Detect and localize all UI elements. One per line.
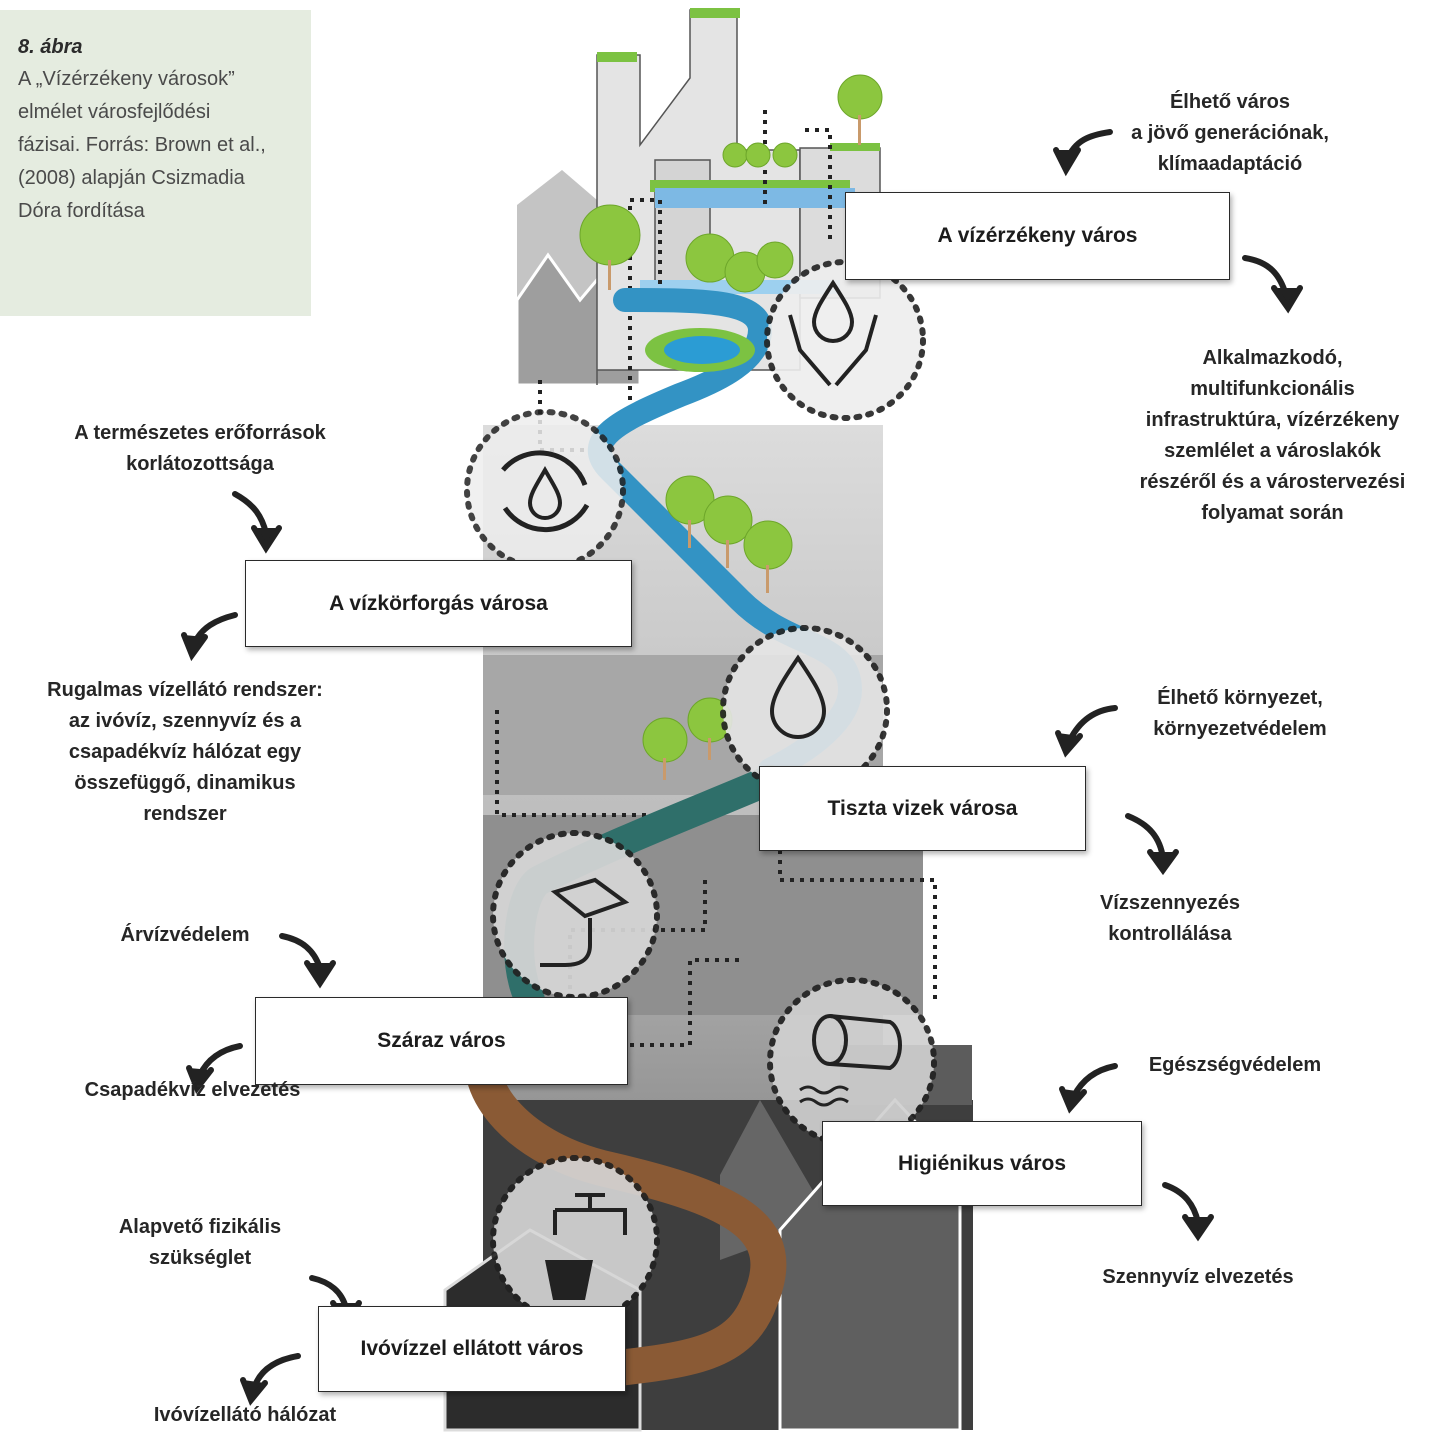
- water-drop-icon: [720, 625, 890, 795]
- tap-glass-icon: [490, 1155, 660, 1325]
- stage-water-sensitive-city: A vízérzékeny város: [845, 192, 1230, 280]
- stage-water-cycle-city: A vízkörforgás városa: [245, 560, 632, 647]
- response-water-sensitive-city: Alkalmazkodó, multifunkcionális infrastr…: [1139, 347, 1406, 524]
- water-cycle-icon: [464, 409, 626, 571]
- driver-waterway-city: Élhető környezet, környezetvédelem: [1153, 687, 1327, 740]
- street-drain-icon: [490, 830, 660, 1000]
- driver-water-cycle-city: A természetes erőforrások korlátozottság…: [74, 422, 326, 475]
- figure-label: 8. ábra: [18, 36, 83, 58]
- driver-water-sensitive-city: Élhető város a jövő generációnak, klímaa…: [1131, 91, 1329, 175]
- stage-water-supply-city: Ivóvízzel ellátott város: [318, 1306, 626, 1392]
- pipe-outflow-icon: [767, 977, 937, 1147]
- stage-sewered-city: Higiénikus város: [822, 1121, 1142, 1206]
- stage-waterway-city: Tiszta vizek városa: [759, 766, 1086, 851]
- hands-water-drop-icon: [764, 259, 926, 421]
- driver-sewered-city: Egészségvédelem: [1148, 1054, 1322, 1076]
- figure-caption: 8. ábra A „Vízérzékeny városok” elmélet …: [0, 10, 311, 316]
- response-water-supply-city: Ivóvízellátó hálózat: [153, 1404, 337, 1426]
- response-drained-city: Csapadékvíz elvezetés: [84, 1079, 301, 1101]
- figure-description: A „Vízérzékeny városok” elmélet városfej…: [18, 68, 266, 222]
- stage-drained-city: Száraz város: [255, 997, 628, 1085]
- response-water-cycle-city: Rugalmas vízellátó rendszer: az ivóvíz, …: [47, 679, 323, 825]
- pond: [645, 328, 755, 372]
- driver-drained-city: Árvízvédelem: [120, 924, 250, 946]
- response-sewered-city: Szennyvíz elvezetés: [1102, 1266, 1294, 1288]
- flow-arrows: [181, 129, 1303, 1406]
- response-waterway-city: Vízszennyezés kontrollálása: [1099, 892, 1241, 945]
- driver-water-supply-city: Alapvető fizikális szükséglet: [118, 1216, 282, 1269]
- trees: [579, 74, 883, 780]
